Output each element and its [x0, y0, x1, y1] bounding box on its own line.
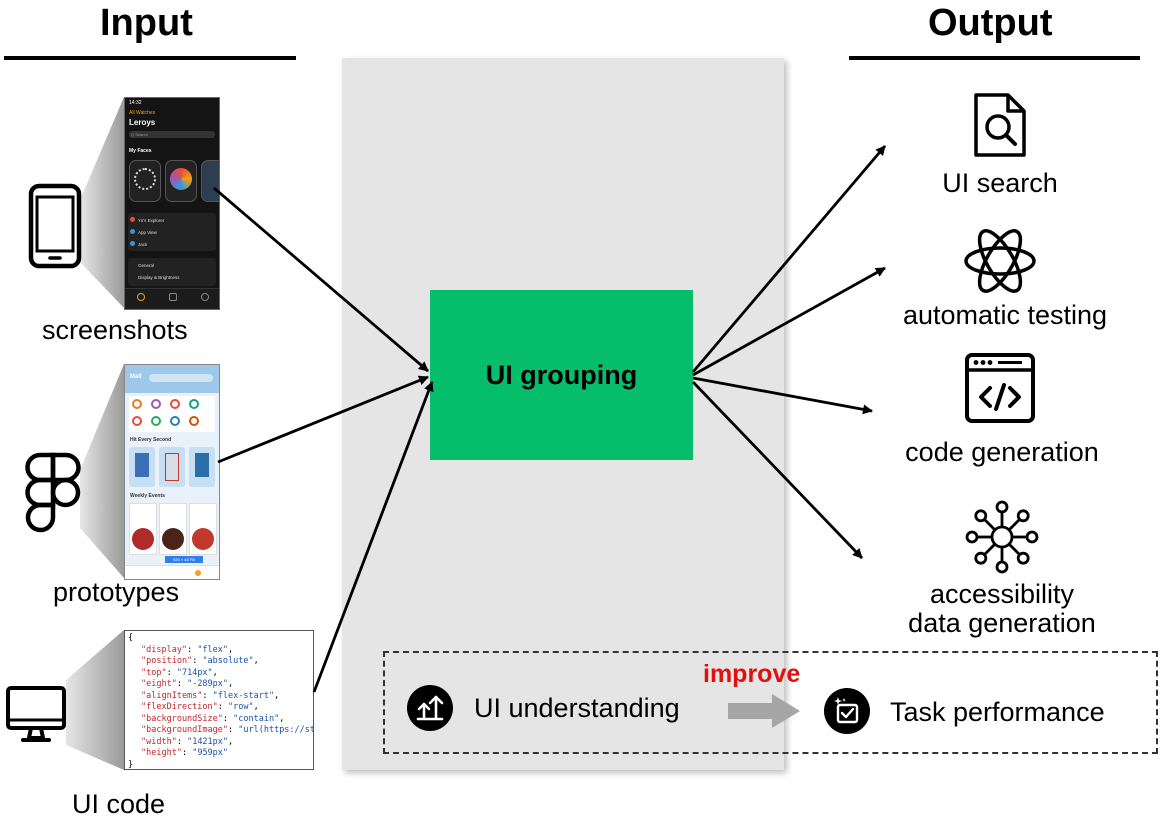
ui-understanding-icon [407, 685, 453, 731]
proto-section-2: Weekly Events [130, 493, 165, 499]
screenshot-wedge [80, 97, 124, 308]
event-card [189, 503, 217, 555]
code-brace: { [128, 633, 134, 643]
output-title-rule [849, 56, 1140, 60]
arrow-to-ui-search [691, 145, 887, 373]
proto-header: Mall [125, 365, 219, 393]
watch-face-3 [201, 160, 219, 202]
tab-bar [125, 288, 219, 309]
prototype-wedge [80, 364, 124, 578]
prototype-thumbnail: Mall Hit Every Second Weekly Events 920 … [124, 364, 220, 580]
arrow-prototypes-to-grouping [217, 375, 429, 464]
output-title: Output [928, 2, 1053, 44]
code-brace: } [128, 759, 134, 770]
task-performance-icon [824, 688, 870, 734]
event-card [159, 503, 187, 555]
category-grid [129, 396, 215, 432]
arrow-to-automatic-testing [692, 266, 886, 377]
improvement-box [383, 651, 1158, 754]
code-line: "backgroundSize": "contain", [141, 713, 285, 724]
code-line: "position": "absolute", [141, 656, 259, 666]
code-line: "backgroundImage": "url(https://static, [141, 725, 313, 735]
output-label-code-generation: code generation [905, 437, 1099, 467]
improve-arrow-icon [728, 694, 800, 728]
proto-tab-bar [125, 565, 219, 579]
code-line: "eight": "-289px", [141, 679, 234, 689]
code-line: "width": "1421px", [141, 736, 234, 747]
arrow-code-to-grouping [312, 381, 434, 693]
product-card [129, 447, 155, 487]
search-field: Q Search [129, 131, 215, 138]
output-label-automatic-testing: automatic testing [902, 300, 1108, 330]
code-window-icon [965, 353, 1035, 423]
code-line: "height": "959px" [141, 748, 229, 758]
code-line: "alignItems": "flex-start", [141, 690, 280, 701]
monitor-icon [6, 686, 66, 742]
screenshot-thumbnail: 14:32 All Watches Leroys Q Search My Fac… [124, 97, 220, 310]
ui-understanding-label: UI understanding [474, 693, 680, 723]
list-item: App View [138, 230, 157, 235]
smartphone-icon [28, 183, 82, 269]
app-title: Leroys [129, 118, 156, 127]
list-item: Display & Brightness [138, 275, 180, 280]
input-label-prototypes: prototypes [53, 577, 180, 607]
event-card [129, 503, 157, 555]
list-item: Jack [138, 242, 148, 247]
settings-group-1: Yu's Explorer App View Jack [128, 213, 216, 251]
list-item: Yu's Explorer [138, 218, 165, 223]
code-wedge [66, 630, 124, 770]
back-link: All Watches [129, 110, 156, 116]
output-label-accessibility: accessibility [929, 579, 1075, 609]
arrow-to-accessibility [691, 381, 864, 559]
ui-grouping-label: UI grouping [485, 359, 638, 390]
watch-face-1 [129, 160, 161, 202]
code-thumbnail: { "display": "flex","position": "absolute… [124, 630, 314, 770]
product-card [189, 447, 215, 487]
ui-grouping-box: UI grouping [430, 290, 693, 460]
task-performance-label: Task performance [890, 697, 1105, 727]
document-search-icon [974, 93, 1026, 157]
product-card [159, 447, 185, 487]
code-line: "flexDirection": "row", [141, 702, 259, 712]
settings-group-2: General Display & Brightness [128, 258, 216, 286]
output-label-data-generation: data generation [908, 608, 1096, 638]
network-hub-icon [965, 500, 1039, 574]
proto-section-1: Hit Every Second [130, 437, 172, 443]
arrow-screenshots-to-grouping [213, 186, 429, 373]
arrow-to-code-generation [692, 376, 873, 415]
input-title-rule [4, 56, 296, 60]
code-line: "display": "flex", [141, 644, 234, 655]
figma-icon [25, 452, 81, 533]
section-title: My Faces [129, 148, 152, 154]
output-label-ui-search: UI search [942, 168, 1058, 198]
input-title: Input [100, 2, 193, 44]
list-item: General [138, 263, 155, 268]
status-time: 14:32 [129, 100, 142, 106]
atom-icon [964, 229, 1036, 293]
code-line: "top": "714px", [141, 667, 218, 678]
size-badge: 920 × 48 Fill [165, 556, 203, 563]
input-label-ui-code: UI code [72, 789, 166, 819]
input-label-screenshots: screenshots [42, 315, 188, 345]
watch-face-2 [165, 160, 197, 202]
improve-label: improve [703, 660, 801, 688]
